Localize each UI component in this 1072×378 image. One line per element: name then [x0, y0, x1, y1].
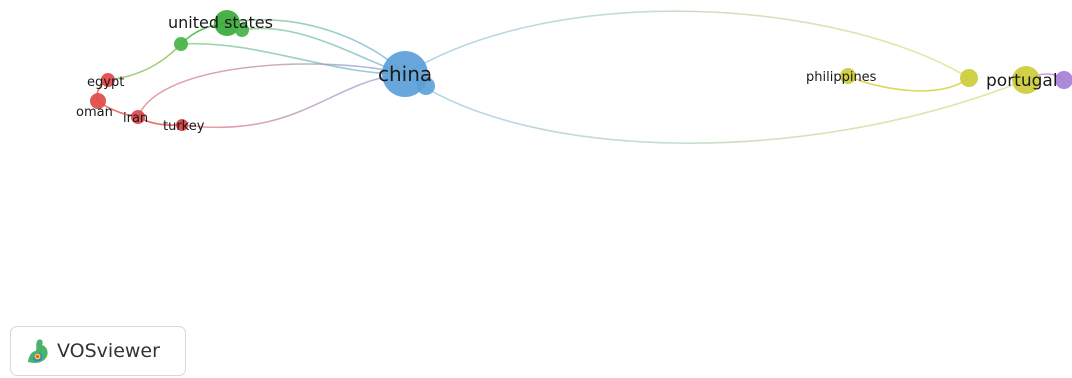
edge-china-portugal — [404, 73, 1027, 144]
node-label-turkey: turkey — [163, 119, 205, 134]
vosviewer-logo-icon — [28, 339, 48, 363]
node-united-states[interactable] — [214, 10, 240, 36]
edge-philippines-pt_a — [847, 75, 970, 92]
node-label-iran: iran — [123, 111, 148, 126]
node-label-portugal: portugal — [986, 71, 1058, 91]
node-pt-a[interactable] — [960, 69, 978, 87]
node-turkey[interactable] — [176, 119, 188, 131]
vosviewer-wordmark: VOSviewer — [57, 340, 160, 362]
edge-iran-china — [137, 63, 406, 118]
node-label-philippines: philippines — [806, 70, 877, 85]
node-layer — [90, 10, 1072, 131]
node-us-b[interactable] — [235, 23, 249, 37]
node-china[interactable] — [382, 51, 428, 97]
node-oman[interactable] — [90, 93, 106, 109]
edge-us_a-china — [180, 42, 406, 75]
node-label-oman: oman — [76, 105, 113, 120]
node-egypt[interactable] — [101, 73, 115, 87]
node-iran[interactable] — [131, 110, 145, 124]
node-us-a[interactable] — [174, 37, 188, 51]
node-portugal[interactable] — [1012, 66, 1040, 94]
node-label-china: china — [378, 62, 432, 86]
node-philippines[interactable] — [840, 68, 856, 84]
node-purple[interactable] — [1055, 71, 1072, 89]
node-label-united-states: united states — [168, 13, 273, 32]
label-layer: china united states egypt oman iran turkey phi… — [76, 13, 1058, 134]
node-label-egypt: egypt — [87, 75, 124, 90]
vosviewer-logo-badge: VOSviewer — [10, 326, 186, 376]
edge-china-pt_a — [404, 10, 970, 79]
edge-turkey-china — [181, 73, 406, 129]
